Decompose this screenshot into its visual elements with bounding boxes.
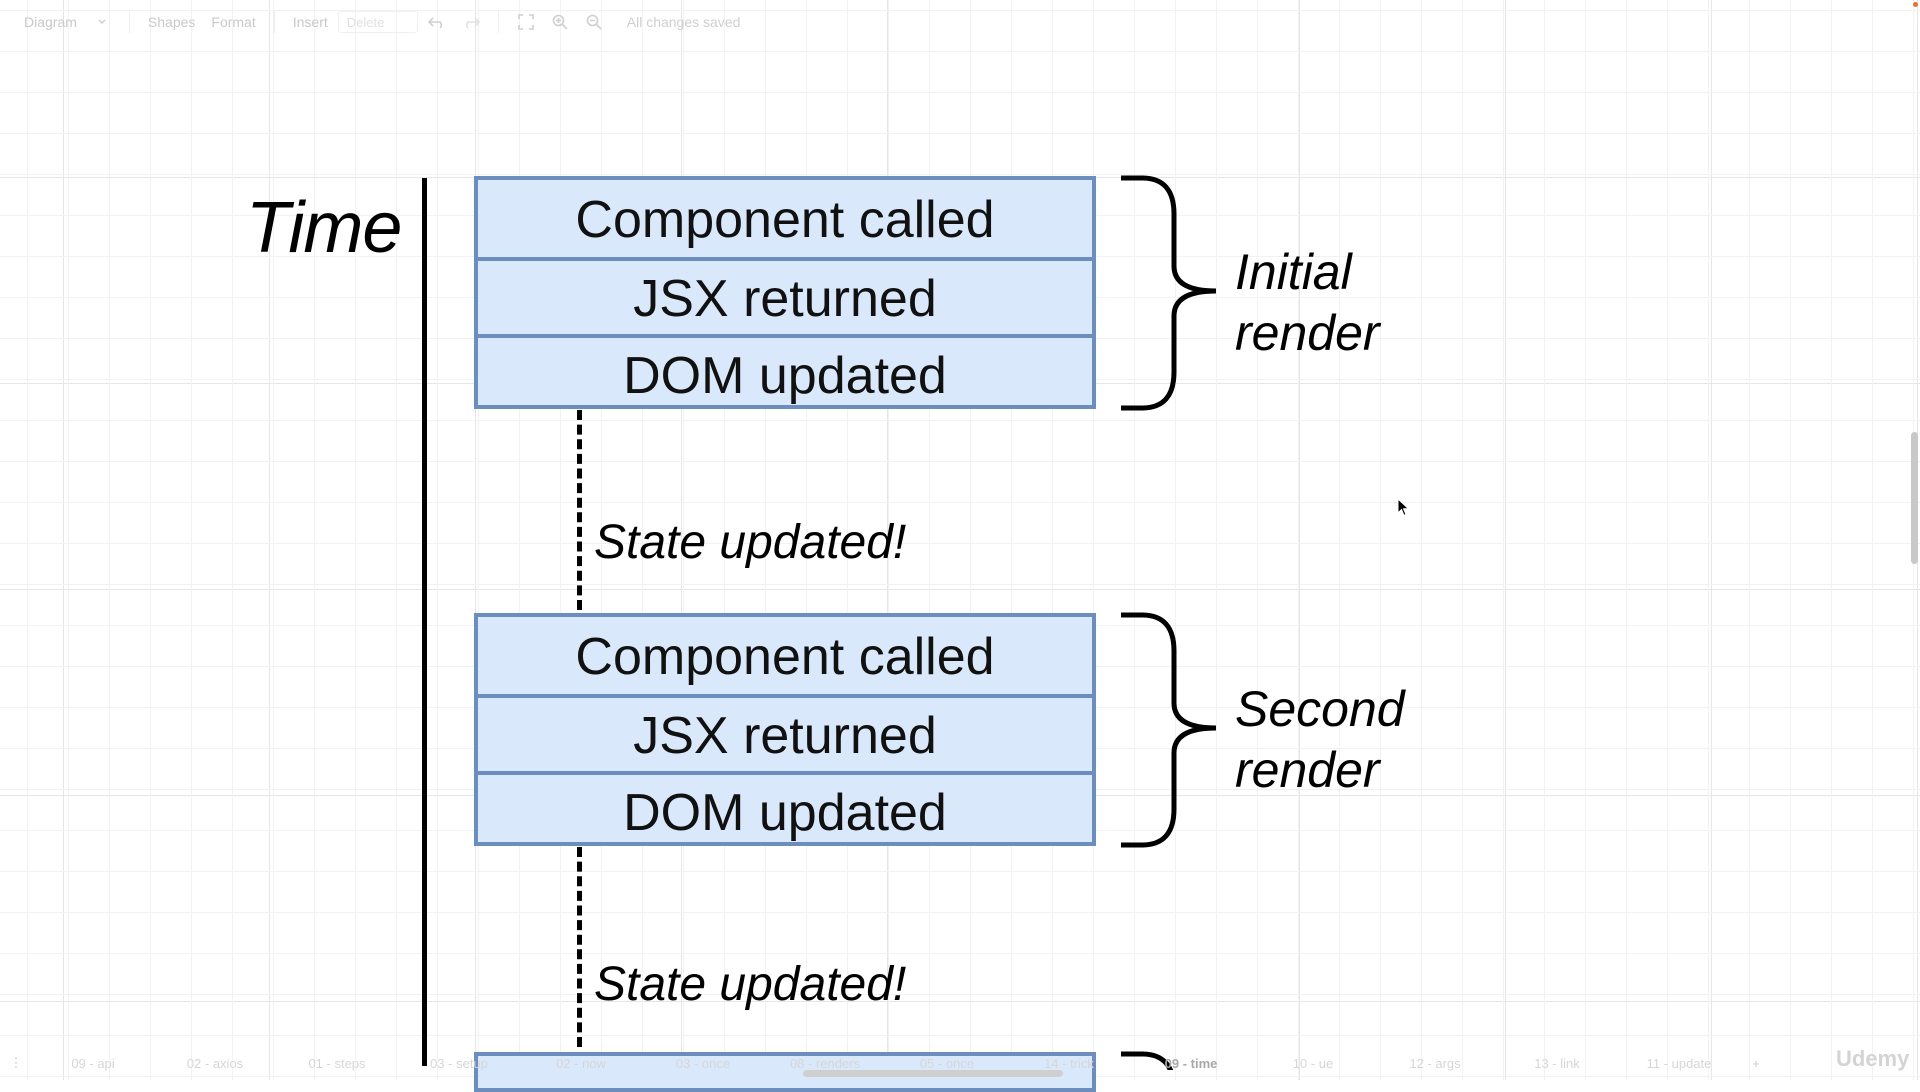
vertical-scrollbar[interactable] <box>1906 0 1920 1066</box>
step-jsx-returned[interactable]: JSX returned <box>478 694 1092 771</box>
page-tab-active[interactable]: 09 - time <box>1164 1055 1218 1071</box>
dashed-connector[interactable] <box>577 410 582 610</box>
delete-button[interactable]: Delete <box>337 11 418 33</box>
undo-icon[interactable] <box>426 11 448 33</box>
time-label: Time <box>246 188 402 268</box>
redo-icon[interactable] <box>460 11 482 33</box>
step-component-called[interactable]: Component called <box>575 627 995 686</box>
toolbar-divider <box>497 11 499 33</box>
step-component-called[interactable]: Component called <box>575 190 995 249</box>
zoom-out-icon[interactable] <box>583 11 605 33</box>
mouse-cursor-icon <box>1397 498 1410 517</box>
step-jsx-returned[interactable]: JSX returned <box>478 257 1092 334</box>
dashed-connector[interactable] <box>577 847 582 1047</box>
third-render-brace-partial <box>1121 1051 1173 1070</box>
add-page-icon[interactable]: + <box>1752 1055 1760 1071</box>
page-tab[interactable]: 05 - once <box>919 1055 975 1071</box>
initial-render-group[interactable]: Component called JSX returned DOM update… <box>474 176 1096 409</box>
page-tab[interactable]: 11 - update <box>1646 1055 1712 1071</box>
second-render-label: Second render <box>1235 681 1405 798</box>
toolbar-divider <box>128 11 130 33</box>
diagram-menu[interactable]: Diagram <box>24 14 77 30</box>
page-tab[interactable]: 02 - now <box>556 1055 606 1071</box>
page-tab[interactable]: 01 - steps <box>308 1055 366 1071</box>
time-axis-line <box>422 178 427 1066</box>
vertical-scrollbar-thumb[interactable] <box>1911 432 1918 564</box>
chevron-down-icon <box>91 11 113 33</box>
page-tab[interactable]: 09 - api <box>71 1055 115 1071</box>
fullscreen-icon[interactable] <box>515 11 537 33</box>
page-tab[interactable]: 02 - axios <box>186 1055 244 1071</box>
shapes-button[interactable]: Shapes <box>147 14 196 30</box>
udemy-watermark: Udemy <box>1836 1046 1910 1071</box>
page-tab[interactable]: 03 - setup <box>430 1055 488 1071</box>
page-tab[interactable]: 08 - renders <box>789 1055 861 1071</box>
insert-button[interactable]: Insert <box>292 14 328 30</box>
format-button[interactable]: Format <box>211 14 256 30</box>
state-updated-label: State updated! <box>594 958 907 1011</box>
save-status: All changes saved <box>626 14 741 30</box>
initial-render-label: Initial render <box>1235 244 1380 361</box>
page-tab[interactable]: 10 - ue <box>1292 1055 1334 1071</box>
page-tab[interactable]: 03 - once <box>675 1055 731 1071</box>
initial-render-brace[interactable] <box>1118 174 1218 412</box>
step-dom-updated[interactable]: DOM updated <box>478 771 1092 848</box>
state-updated-label: State updated! <box>594 516 907 569</box>
step-dom-updated[interactable]: DOM updated <box>478 334 1092 411</box>
page-tab[interactable]: 12 - args <box>1409 1055 1461 1071</box>
zoom-in-icon[interactable] <box>549 11 571 33</box>
toolbar: Diagram Shapes Format Insert Delete All … <box>0 0 1920 44</box>
status-dot <box>1913 2 1918 7</box>
second-render-group[interactable]: Component called JSX returned DOM update… <box>474 613 1096 846</box>
page-menu-icon[interactable]: ⋮ <box>9 1055 23 1070</box>
page-tabs-bar: ⋮ 09 - api 02 - axios 01 - steps 03 - se… <box>0 1052 1920 1074</box>
page-tab[interactable]: 14 - trick <box>1044 1055 1094 1071</box>
horizontal-scrollbar-thumb[interactable] <box>803 1070 1063 1077</box>
second-render-brace[interactable] <box>1118 611 1218 849</box>
page-tab[interactable]: 13 - link <box>1534 1055 1580 1071</box>
toolbar-divider <box>273 11 275 33</box>
